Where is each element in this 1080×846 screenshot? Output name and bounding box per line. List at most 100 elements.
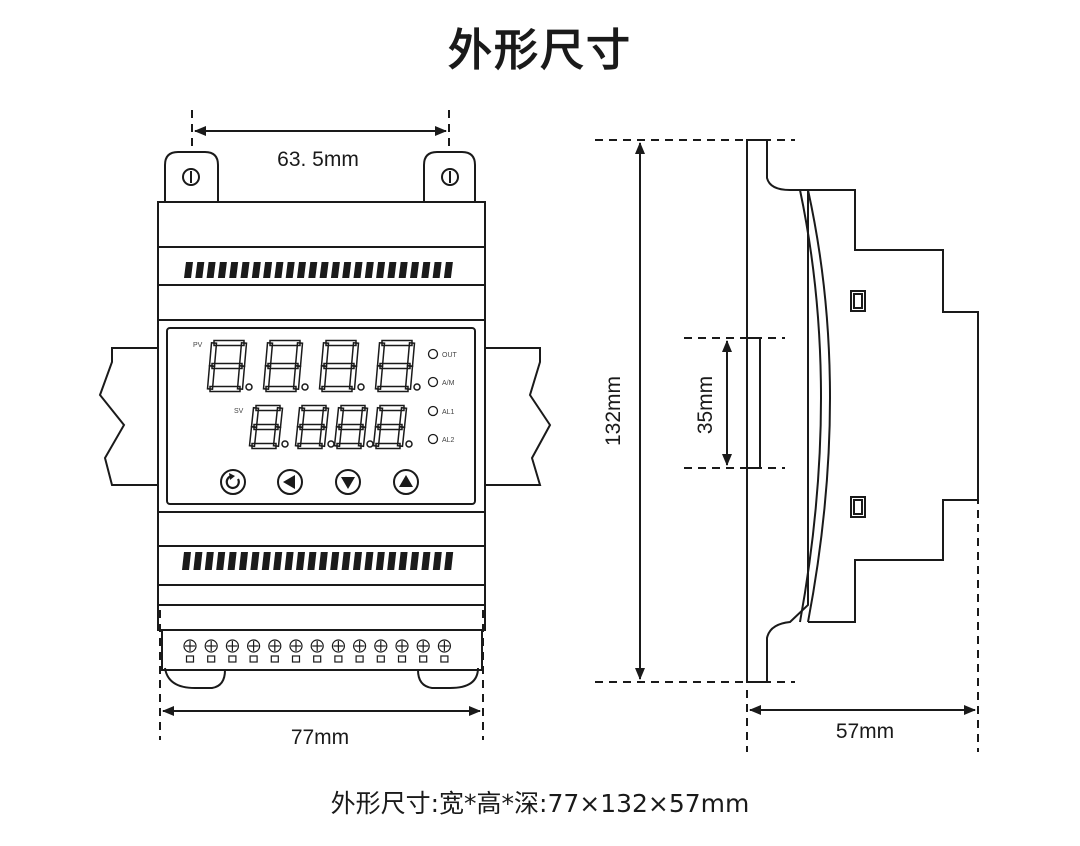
terminal-screw: [183, 639, 197, 653]
page-title: 外形尺寸: [448, 25, 632, 76]
mount-tab-left: [164, 151, 219, 202]
vent-slot: [410, 262, 419, 278]
terminal-screw: [310, 639, 324, 653]
indicator-al1: AL1: [427, 405, 455, 417]
vent-slot: [387, 262, 397, 278]
height-label: 132mm: [602, 376, 625, 446]
terminal-screw: [289, 639, 303, 653]
vent-slot: [240, 262, 250, 278]
vent-slot: [421, 552, 431, 570]
seven-seg-digit: [318, 339, 365, 393]
vent-slot: [250, 552, 260, 570]
vent-slot: [432, 262, 442, 278]
vent-slot: [444, 552, 454, 570]
rail-label: 35mm: [694, 376, 717, 434]
vent-slot: [330, 552, 340, 570]
seven-seg-digit: [206, 339, 253, 393]
vent-slot: [353, 552, 362, 570]
seven-seg-digit: [262, 339, 309, 393]
indicator-out: OUT: [427, 348, 458, 360]
vent-slot: [341, 552, 351, 570]
front-dimensions: [159, 110, 484, 740]
front-view: [98, 151, 552, 689]
vent-slot: [307, 552, 317, 570]
vent-slot: [206, 262, 216, 278]
mount-spacing-label: 63. 5mm: [277, 148, 359, 171]
vent-slot: [273, 552, 283, 570]
vent-slot: [274, 262, 284, 278]
terminal-block: [161, 629, 483, 671]
vent-slot: [308, 262, 318, 278]
terminal-slot: [228, 655, 237, 663]
vent-slot: [375, 552, 385, 570]
vent-slot: [318, 552, 328, 570]
sv-display: [248, 404, 413, 450]
vent-slot: [342, 262, 352, 278]
terminal-slot: [376, 655, 385, 663]
side-view: [746, 139, 979, 683]
seven-seg-digit: [248, 404, 289, 450]
indicator-am: A/M: [427, 376, 455, 388]
svg-text:OUT: OUT: [442, 352, 458, 359]
seven-seg-digit: [294, 404, 335, 450]
seven-seg-digit: [372, 404, 413, 450]
vent-slot: [263, 262, 273, 278]
terminal-screw: [268, 639, 282, 653]
din-rail-right: [485, 347, 552, 486]
din-rail-left: [98, 347, 158, 486]
left-button[interactable]: [277, 469, 303, 495]
vent-slot: [227, 552, 237, 570]
terminal-screw: [395, 639, 409, 653]
terminal-slot: [270, 655, 279, 663]
vent-slot: [285, 262, 295, 278]
terminal-slot: [355, 655, 364, 663]
vent-slot: [195, 262, 205, 278]
vent-slot: [251, 262, 261, 278]
vent-bottom: [182, 552, 454, 570]
vent-slot: [364, 552, 374, 570]
footer-caption: 外形尺寸:宽*高*深:77×132×57mm: [330, 789, 750, 818]
vent-slot: [193, 552, 203, 570]
sv-label: SV: [234, 408, 244, 415]
vent-slot: [319, 262, 329, 278]
seven-seg-digit: [374, 339, 421, 393]
terminal-slot: [397, 655, 407, 663]
vent-slot: [229, 262, 239, 278]
vent-slot: [296, 552, 305, 570]
terminal-screw: [204, 639, 218, 653]
terminal-screw: [247, 639, 261, 653]
vent-slot: [204, 552, 214, 570]
vent-slot: [182, 552, 191, 570]
terminal-screw: [374, 639, 388, 653]
terminal-slot: [440, 655, 449, 663]
vent-slot: [239, 552, 248, 570]
vent-slot: [398, 552, 408, 570]
vent-slot: [443, 262, 453, 278]
seven-seg-digit: [333, 404, 374, 450]
cycle-button[interactable]: [220, 469, 246, 495]
terminal-slot: [419, 655, 428, 663]
vent-slot: [330, 262, 340, 278]
indicator-al2: AL2: [427, 433, 455, 445]
svg-text:AL2: AL2: [442, 437, 455, 444]
terminal-screw: [331, 639, 345, 653]
up-button[interactable]: [393, 469, 419, 495]
vent-slot: [184, 262, 193, 278]
terminal-slot: [334, 655, 343, 663]
terminal-slot: [291, 655, 301, 663]
vent-slot: [410, 552, 419, 570]
vent-slot: [353, 262, 363, 278]
vent-slot: [297, 262, 306, 278]
terminal-screw: [416, 639, 430, 653]
svg-text:A/M: A/M: [442, 380, 455, 387]
down-button[interactable]: [335, 469, 361, 495]
vent-slot: [216, 552, 226, 570]
front-panel: [166, 327, 476, 505]
svg-text:AL1: AL1: [442, 409, 455, 416]
width-label: 77mm: [291, 726, 349, 749]
pv-label: PV: [193, 342, 203, 349]
terminal-slot: [249, 655, 258, 663]
terminal-screw: [225, 639, 239, 653]
vent-top: [184, 262, 453, 278]
